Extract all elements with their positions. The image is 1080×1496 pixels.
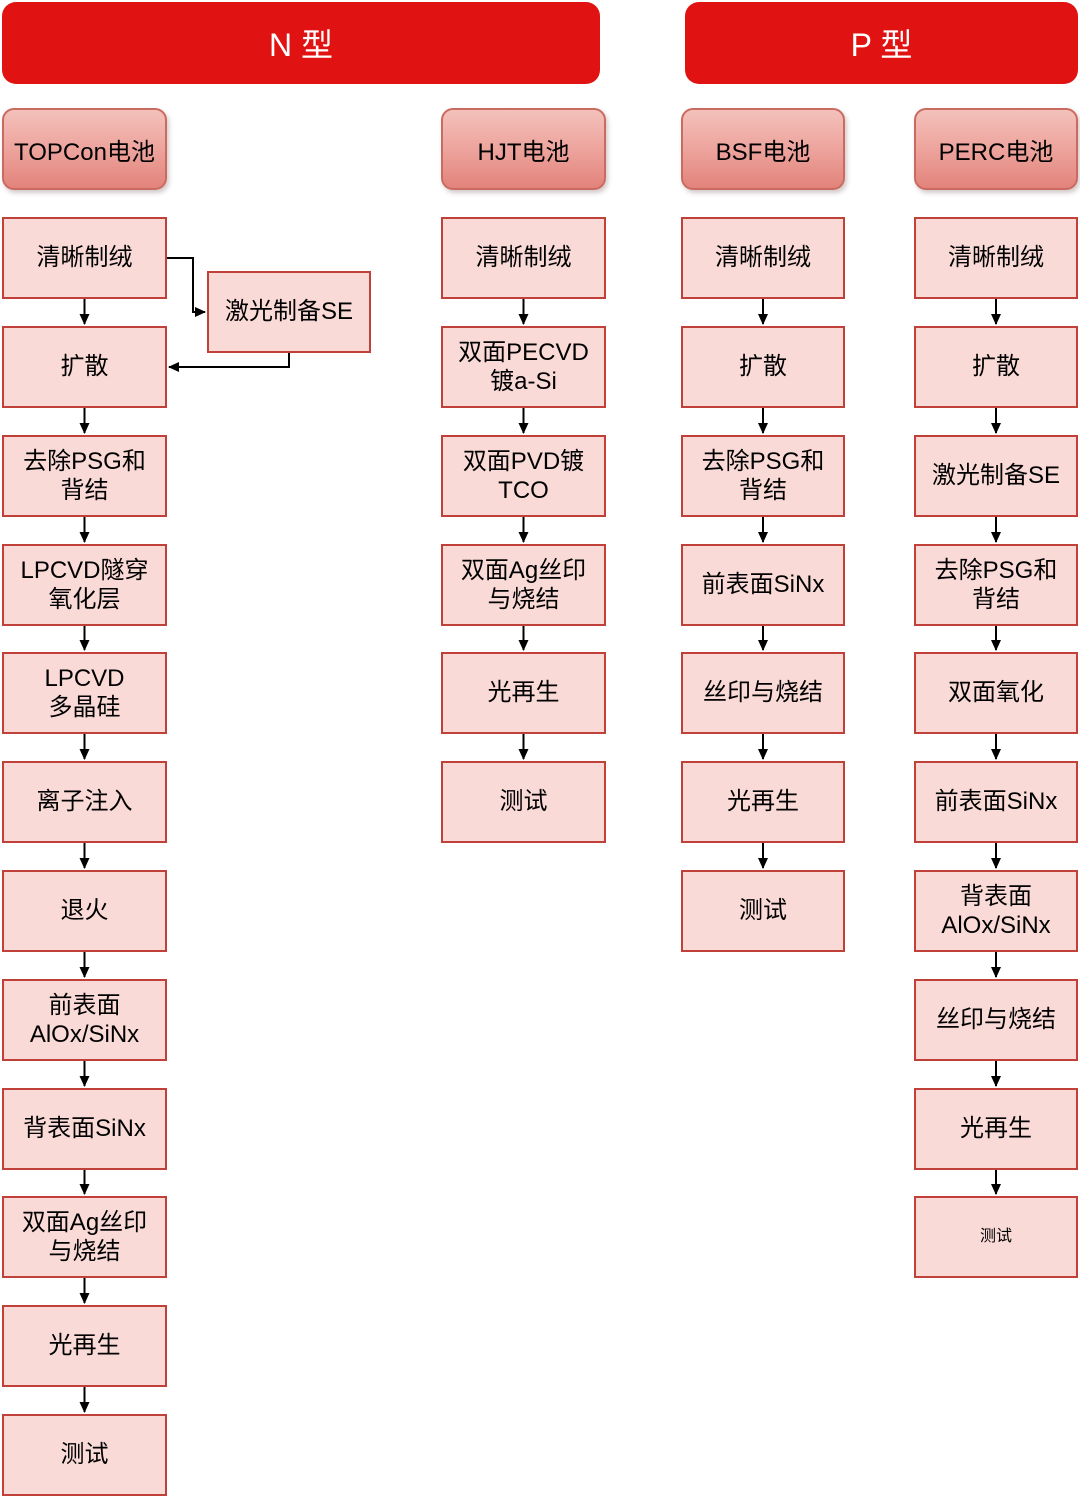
topcon-cell-header: TOPCon电池: [2, 108, 167, 190]
topcon-step-5-label: 离子注入: [36, 788, 133, 816]
hjt-cell-header: HJT电池: [441, 108, 606, 190]
perc-step-2: 激光制备SE: [914, 435, 1078, 517]
bsf-step-6: 测试: [681, 870, 845, 952]
hjt-step-4: 光再生: [441, 652, 606, 734]
topcon-step-7-label: 前表面 AlOx/SiNx: [29, 991, 140, 1048]
perc-step-4-label: 双面氧化: [948, 679, 1044, 707]
perc-step-5: 前表面SiNx: [914, 761, 1078, 843]
bsf-cell-label: BSF电池: [715, 138, 811, 166]
perc-step-8-label: 光再生: [960, 1115, 1032, 1143]
bsf-step-4-label: 丝印与烧结: [703, 679, 823, 707]
perc-step-0: 清晰制绒: [914, 217, 1078, 299]
perc-step-6-label: 背表面 AlOx/SiNx: [941, 882, 1051, 939]
topcon-step-6-label: 退火: [60, 897, 109, 925]
topcon-step-9-label: 双面Ag丝印 与烧结: [21, 1208, 148, 1265]
perc-step-6: 背表面 AlOx/SiNx: [914, 870, 1078, 952]
hjt-step-1: 双面PECVD 镀a-Si: [441, 326, 606, 408]
bsf-step-1-label: 扩散: [739, 353, 787, 381]
arrow-topcon-branch-out: [168, 353, 290, 372]
perc-step-7-label: 丝印与烧结: [936, 1006, 1056, 1034]
bsf-step-0: 清晰制绒: [681, 217, 845, 299]
bsf-step-3-label: 前表面SiNx: [701, 571, 825, 599]
bsf-step-1: 扩散: [681, 326, 845, 408]
perc-step-9: 测试: [914, 1196, 1078, 1278]
hjt-step-2-label: 双面PVD镀 TCO: [462, 447, 585, 504]
perc-step-9-label: 测试: [979, 1228, 1012, 1246]
topcon-step-3-label: LPCVD隧穿 氧化层: [20, 556, 149, 613]
hjt-step-2: 双面PVD镀 TCO: [441, 435, 606, 517]
p-type-banner: P 型: [685, 2, 1078, 84]
bsf-step-4: 丝印与烧结: [681, 652, 845, 734]
perc-step-4: 双面氧化: [914, 652, 1078, 734]
topcon-step-4: LPCVD 多晶硅: [2, 652, 167, 734]
topcon-cell-label: TOPCon电池: [14, 138, 155, 166]
topcon-step-10-label: 光再生: [48, 1332, 121, 1360]
bsf-step-6-label: 测试: [739, 897, 787, 925]
perc-cell-label: PERC电池: [938, 138, 1054, 166]
bsf-step-5-label: 光再生: [727, 788, 799, 816]
perc-step-1: 扩散: [914, 326, 1078, 408]
topcon-branch-label: 激光制备SE: [224, 298, 353, 326]
hjt-step-3-label: 双面Ag丝印 与烧结: [460, 556, 587, 613]
arrow-topcon-branch-in: [167, 257, 206, 317]
perc-cell-header: PERC电池: [914, 108, 1078, 190]
bsf-step-3: 前表面SiNx: [681, 544, 845, 626]
bsf-step-2: 去除PSG和 背结: [681, 435, 845, 517]
topcon-step-11: 测试: [2, 1414, 167, 1496]
hjt-step-4-label: 光再生: [487, 679, 560, 707]
hjt-step-5: 测试: [441, 761, 606, 843]
topcon-branch-laser-se: 激光制备SE: [207, 271, 371, 353]
topcon-step-6: 退火: [2, 870, 167, 952]
perc-step-3-label: 去除PSG和 背结: [934, 556, 1058, 613]
topcon-step-8: 背表面SiNx: [2, 1088, 167, 1170]
topcon-step-11-label: 测试: [60, 1441, 109, 1469]
hjt-step-3: 双面Ag丝印 与烧结: [441, 544, 606, 626]
hjt-step-0: 清晰制绒: [441, 217, 606, 299]
bsf-cell-header: BSF电池: [681, 108, 845, 190]
n-type-banner-label: N 型: [268, 27, 333, 63]
topcon-step-9: 双面Ag丝印 与烧结: [2, 1196, 167, 1278]
perc-step-7: 丝印与烧结: [914, 979, 1078, 1061]
hjt-step-5-label: 测试: [499, 788, 548, 816]
topcon-step-4-label: LPCVD 多晶硅: [44, 664, 125, 721]
perc-step-8: 光再生: [914, 1088, 1078, 1170]
hjt-cell-label: HJT电池: [477, 138, 570, 166]
n-type-banner: N 型: [2, 2, 600, 84]
perc-step-5-label: 前表面SiNx: [934, 788, 1058, 816]
topcon-step-1: 扩散: [2, 326, 167, 408]
topcon-step-3: LPCVD隧穿 氧化层: [2, 544, 167, 626]
bsf-step-0-label: 清晰制绒: [715, 244, 811, 272]
topcon-step-7: 前表面 AlOx/SiNx: [2, 979, 167, 1061]
topcon-step-2: 去除PSG和 背结: [2, 435, 167, 517]
perc-step-2-label: 激光制备SE: [931, 462, 1060, 490]
topcon-step-1-label: 扩散: [60, 353, 109, 381]
perc-step-1-label: 扩散: [972, 353, 1020, 381]
bsf-step-5: 光再生: [681, 761, 845, 843]
topcon-step-0: 清晰制绒: [2, 217, 167, 299]
topcon-step-5: 离子注入: [2, 761, 167, 843]
hjt-step-1-label: 双面PECVD 镀a-Si: [458, 338, 589, 395]
p-type-banner-label: P 型: [850, 27, 913, 63]
perc-step-0-label: 清晰制绒: [948, 244, 1044, 272]
topcon-step-0-label: 清晰制绒: [36, 244, 133, 272]
perc-step-3: 去除PSG和 背结: [914, 544, 1078, 626]
bsf-step-2-label: 去除PSG和 背结: [701, 447, 825, 504]
topcon-step-8-label: 背表面SiNx: [23, 1115, 146, 1143]
hjt-step-0-label: 清晰制绒: [475, 244, 572, 272]
topcon-step-10: 光再生: [2, 1305, 167, 1387]
topcon-step-2-label: 去除PSG和 背结: [23, 447, 146, 504]
